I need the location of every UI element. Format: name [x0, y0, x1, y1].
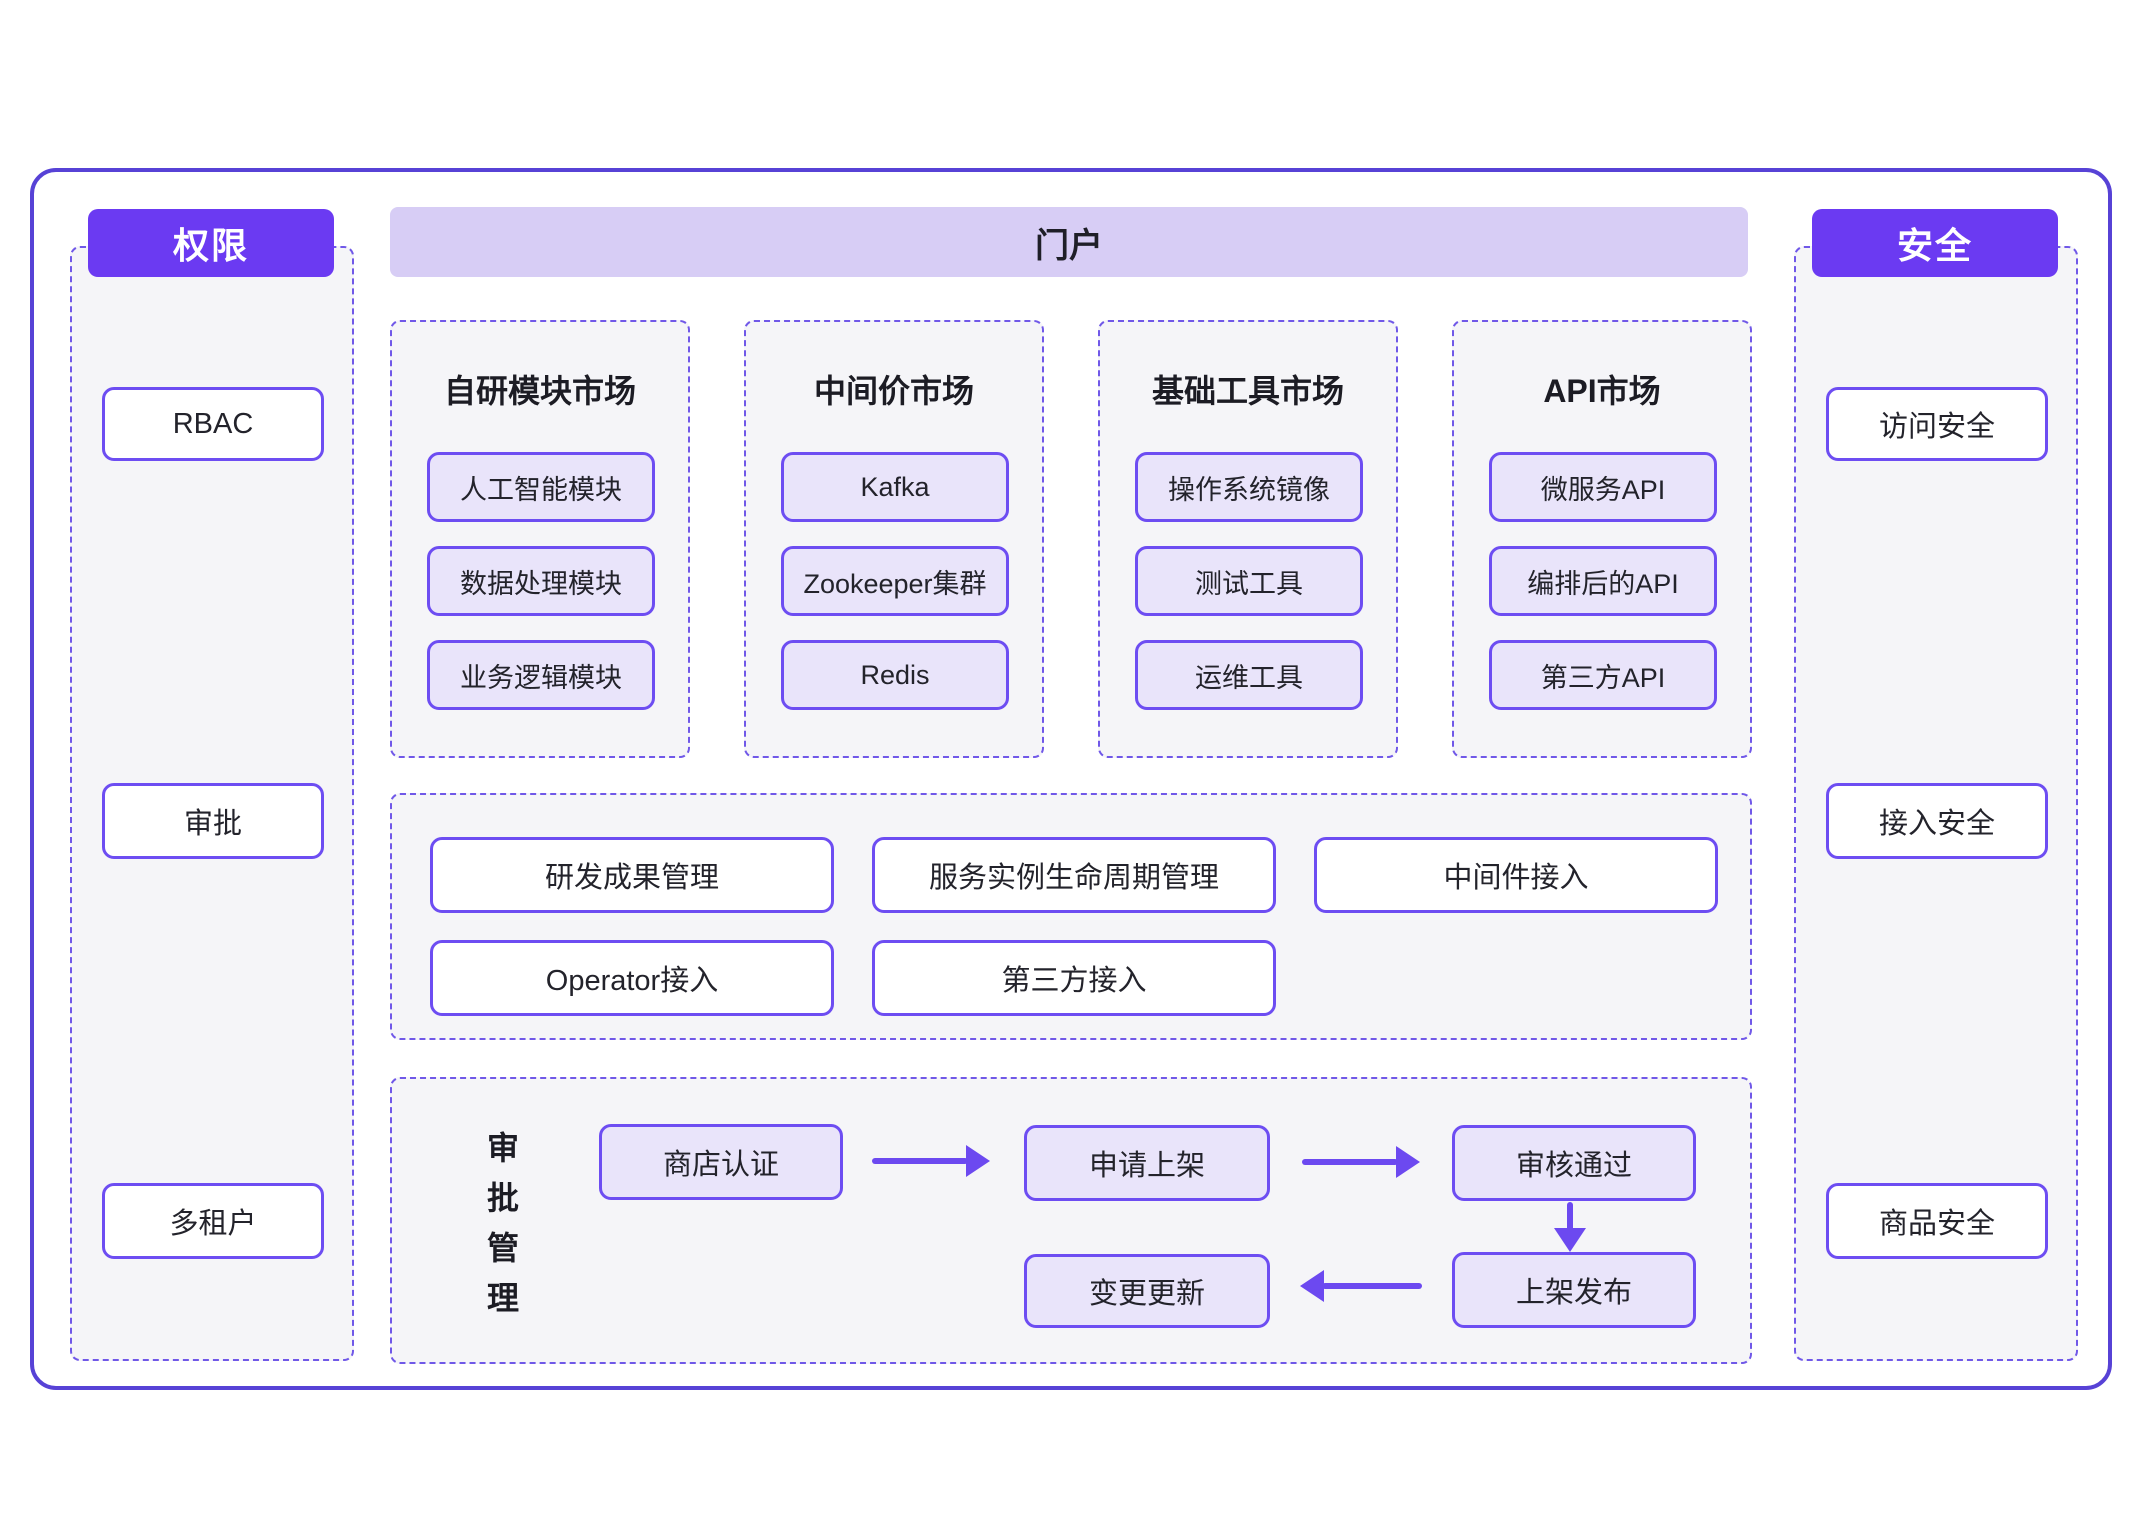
integration-security-box: 接入安全 — [1826, 783, 2048, 859]
market-item-label: Kafka — [860, 471, 930, 502]
market-item-label: Zookeeper集群 — [803, 568, 987, 599]
market-item-kafka: Kafka — [781, 452, 1009, 522]
product-security-label: 商品安全 — [1878, 1208, 1995, 1240]
arrow-apply-to-review — [1302, 1159, 1398, 1165]
permissions-panel-header: 权限 — [88, 209, 334, 277]
market-item-testing-tools: 测试工具 — [1135, 546, 1363, 616]
flow-store-certification-box: 商店认证 — [599, 1124, 843, 1200]
market-basic-tools: 基础工具市场 操作系统镜像 测试工具 运维工具 — [1098, 320, 1398, 758]
management-section: 研发成果管理 服务实例生命周期管理 中间件接入 Operator接入 第三方接入 — [390, 793, 1752, 1040]
third-party-integration-box: 第三方接入 — [872, 940, 1276, 1016]
approval-flow-section: 审批管理 商店认证 申请上架 审核通过 上架发布 变更更新 — [390, 1077, 1752, 1364]
flow-step-label: 上架发布 — [1515, 1277, 1632, 1309]
arrow-release-to-update — [1322, 1283, 1422, 1289]
approval-label: 审批 — [183, 808, 242, 840]
portal-header-bar: 门户 — [390, 207, 1748, 277]
management-box-label: 第三方接入 — [1001, 965, 1147, 997]
rbac-label: RBAC — [172, 407, 254, 440]
arrow-review-to-release — [1567, 1202, 1573, 1232]
market-item-microservice-api: 微服务API — [1489, 452, 1717, 522]
market-item-label: 操作系统镜像 — [1168, 474, 1330, 505]
market-item-label: 微服务API — [1540, 474, 1666, 505]
market-item-label: 人工智能模块 — [460, 474, 622, 505]
market-item-zookeeper-cluster: Zookeeper集群 — [781, 546, 1009, 616]
market-item-os-image: 操作系统镜像 — [1135, 452, 1363, 522]
management-box-label: 研发成果管理 — [544, 862, 719, 894]
middleware-integration-box: 中间件接入 — [1314, 837, 1718, 913]
flow-step-label: 审核通过 — [1515, 1150, 1632, 1182]
market-item-label: 第三方API — [1540, 662, 1666, 693]
outer-frame — [30, 168, 2112, 1390]
management-box-label: 中间件接入 — [1443, 862, 1589, 894]
market-item-label: Redis — [860, 659, 930, 690]
market-item-third-party-api: 第三方API — [1489, 640, 1717, 710]
market-api: API市场 微服务API 编排后的API 第三方API — [1452, 320, 1752, 758]
market-self-developed-modules: 自研模块市场 人工智能模块 数据处理模块 业务逻辑模块 — [390, 320, 690, 758]
security-header-label: 安全 — [1896, 225, 1973, 266]
market-item-label: 运维工具 — [1195, 662, 1303, 693]
rbac-box: RBAC — [102, 387, 324, 461]
market-title-self-developed: 自研模块市场 — [443, 373, 636, 409]
flow-step-label: 申请上架 — [1088, 1150, 1205, 1182]
security-panel-header: 安全 — [1812, 209, 2058, 277]
market-item-label: 测试工具 — [1195, 568, 1303, 599]
market-item-label: 编排后的API — [1527, 568, 1679, 599]
market-item-data-processing-module: 数据处理模块 — [427, 546, 655, 616]
portal-header-label: 门户 — [1035, 226, 1103, 265]
flow-step-label: 商店认证 — [662, 1149, 779, 1181]
multi-tenant-box: 多租户 — [102, 1183, 324, 1259]
arrow-apply-to-review-head — [1396, 1146, 1420, 1178]
approval-flow-vertical-title: 审批管理 — [478, 1131, 524, 1331]
management-box-label: Operator接入 — [545, 965, 719, 997]
operator-integration-box: Operator接入 — [430, 940, 834, 1016]
integration-security-label: 接入安全 — [1878, 808, 1995, 840]
access-security-label: 访问安全 — [1878, 411, 1995, 443]
market-title-api: API市场 — [1543, 373, 1661, 409]
approval-box: 审批 — [102, 783, 324, 859]
multi-tenant-label: 多租户 — [169, 1208, 257, 1240]
market-item-redis: Redis — [781, 640, 1009, 710]
arrow-release-to-update-head — [1300, 1270, 1324, 1302]
market-item-business-logic-module: 业务逻辑模块 — [427, 640, 655, 710]
flow-change-update-box: 变更更新 — [1024, 1254, 1270, 1328]
product-security-box: 商品安全 — [1826, 1183, 2048, 1259]
market-item-label: 业务逻辑模块 — [460, 662, 622, 693]
flow-listing-release-box: 上架发布 — [1452, 1252, 1696, 1328]
permissions-header-label: 权限 — [172, 225, 249, 266]
approval-flow-vertical-title-label: 审批管理 — [483, 1131, 519, 1331]
access-security-box: 访问安全 — [1826, 387, 2048, 461]
flow-step-label: 变更更新 — [1088, 1278, 1205, 1310]
management-box-label: 服务实例生命周期管理 — [928, 862, 1219, 894]
flow-review-passed-box: 审核通过 — [1452, 1125, 1696, 1201]
market-item-ops-tools: 运维工具 — [1135, 640, 1363, 710]
rd-results-management-box: 研发成果管理 — [430, 837, 834, 913]
arrow-cert-to-apply-head — [966, 1145, 990, 1177]
market-item-label: 数据处理模块 — [460, 568, 622, 599]
flow-apply-listing-box: 申请上架 — [1024, 1125, 1270, 1201]
arrow-cert-to-apply — [872, 1158, 968, 1164]
market-title-basic-tools: 基础工具市场 — [1151, 373, 1344, 409]
market-item-orchestrated-api: 编排后的API — [1489, 546, 1717, 616]
service-instance-lifecycle-box: 服务实例生命周期管理 — [872, 837, 1276, 913]
arrow-review-to-release-head — [1554, 1228, 1586, 1252]
market-title-middleware: 中间价市场 — [813, 373, 974, 409]
market-middleware: 中间价市场 Kafka Zookeeper集群 Redis — [744, 320, 1044, 758]
market-item-ai-module: 人工智能模块 — [427, 452, 655, 522]
